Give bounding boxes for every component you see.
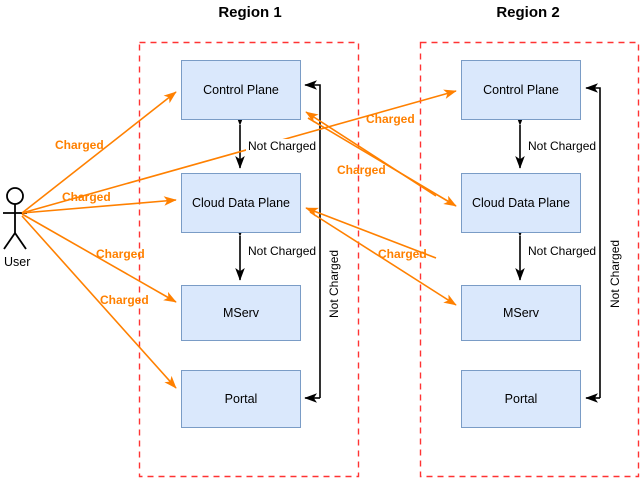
node-r2-portal[interactable]: Portal bbox=[461, 370, 581, 428]
edge-label-charged-r1-cloud-data-plane-inbound: Charged bbox=[337, 163, 386, 177]
node-r2-cloud-data-plane[interactable]: Cloud Data Plane bbox=[461, 173, 581, 233]
edge-r2-portal-control-plane bbox=[585, 83, 601, 398]
edge-label-r2-cdp-mserv-not-charged: Not Charged bbox=[526, 244, 599, 258]
charged-edge-user-r1-cloud-data-plane bbox=[21, 196, 177, 214]
charged-edge-user-r1-control-plane bbox=[21, 91, 177, 214]
node-r2-control-plane[interactable]: Control Plane bbox=[461, 60, 581, 120]
edge-label-charged-user-r2-control-plane: Charged bbox=[366, 112, 415, 126]
edge-label-r2-cp-cdp-not-charged: Not Charged bbox=[526, 139, 599, 153]
charged-edge-user-to-r2-cloud-data-plane bbox=[307, 117, 457, 207]
edge-label-r1-cdp-mserv-not-charged: Not Charged bbox=[246, 244, 319, 258]
edge-label-charged-user-r2-mserv: Charged bbox=[378, 247, 427, 261]
edge-label-charged-user-r1-cloud-data-plane: Charged bbox=[62, 190, 111, 204]
edge-r1-portal-control-plane bbox=[304, 80, 321, 398]
charged-edge-user-r1-portal bbox=[21, 215, 177, 389]
charged-edge-user-to-r2-mserv bbox=[309, 211, 457, 306]
node-r2-mserv[interactable]: MServ bbox=[461, 285, 581, 341]
edge-label-r2-portal-cp-not-charged: Not Charged bbox=[608, 237, 622, 310]
charged-edge-user-r1-mserv bbox=[21, 213, 177, 303]
edge-label-charged-user-r1-mserv: Charged bbox=[96, 247, 145, 261]
user-actor-label: User bbox=[4, 255, 31, 269]
node-r1-control-plane[interactable]: Control Plane bbox=[181, 60, 301, 120]
node-r1-cloud-data-plane[interactable]: Cloud Data Plane bbox=[181, 173, 301, 233]
edge-label-charged-user-r1-portal: Charged bbox=[100, 293, 149, 307]
region-2-boundary bbox=[419, 41, 640, 478]
charged-edge-r2-to-r1-cloud-data-plane bbox=[305, 207, 437, 259]
edge-label-r1-portal-cp-not-charged: Not Charged bbox=[327, 247, 341, 320]
node-r1-portal[interactable]: Portal bbox=[181, 370, 301, 428]
edge-label-r1-cp-cdp-not-charged: Not Charged bbox=[246, 139, 319, 153]
charged-edge-user-r2-control-plane bbox=[21, 89, 457, 214]
region-1-title: Region 1 bbox=[218, 4, 282, 21]
edge-label-charged-user-r1-control-plane: Charged bbox=[55, 138, 104, 152]
region-1-boundary bbox=[138, 41, 360, 478]
region-2-title: Region 2 bbox=[496, 4, 560, 21]
node-r1-mserv[interactable]: MServ bbox=[181, 285, 301, 341]
